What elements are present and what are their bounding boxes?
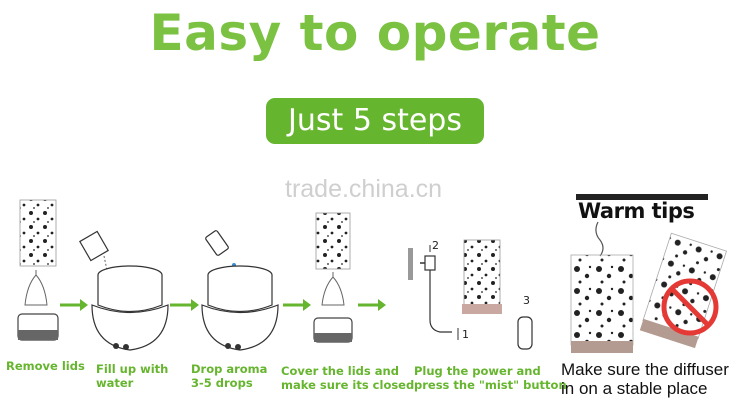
base-icon <box>91 304 169 351</box>
step5-caption: Plug the power and press the "mist" butt… <box>414 364 567 392</box>
warm-tips-title: Warm tips <box>578 199 695 223</box>
diffuser-upright-icon <box>570 254 634 346</box>
step4-caption: Cover the lids and make sure its closed <box>281 364 415 392</box>
finger-icon <box>517 316 533 350</box>
inner-cone-icon <box>24 270 48 306</box>
diffuser-icon <box>463 239 501 309</box>
step4-illustration <box>313 212 353 343</box>
step2-caption: Fill up with water <box>96 362 169 390</box>
plug-icon <box>424 255 436 271</box>
dotted-cover-icon <box>315 212 351 270</box>
arrow-icon <box>60 299 88 311</box>
step-number-3: 3 <box>523 294 530 307</box>
step5-illustration <box>408 239 533 350</box>
base-icon <box>201 304 279 351</box>
dotted-cover-icon <box>19 199 57 267</box>
mist-icon <box>595 221 604 257</box>
page-title: Easy to operate <box>149 4 601 62</box>
cup-icon <box>79 230 109 262</box>
step1-caption: Remove lids <box>6 359 85 373</box>
inner-cone-icon <box>321 272 345 306</box>
watermark: trade.china.cn <box>285 175 443 203</box>
warm-tips-text: Make sure the diffuser in on a stable pl… <box>561 360 729 398</box>
warm-tips-illustration <box>570 194 727 353</box>
step2-illustration <box>79 230 169 351</box>
step3-illustration <box>201 230 279 351</box>
prohibit-icon <box>661 278 719 336</box>
oil-bottle-icon <box>205 230 229 256</box>
steps-badge: Just 5 steps <box>266 98 484 144</box>
step1-illustration <box>17 199 59 341</box>
step-number-2: 2 <box>432 239 439 252</box>
arrow-icon <box>170 299 199 311</box>
arrow-icon <box>358 299 386 311</box>
step-number-1: 1 <box>462 328 469 341</box>
step3-caption: Drop aroma 3-5 drops <box>191 362 268 390</box>
arrow-icon <box>283 299 311 311</box>
